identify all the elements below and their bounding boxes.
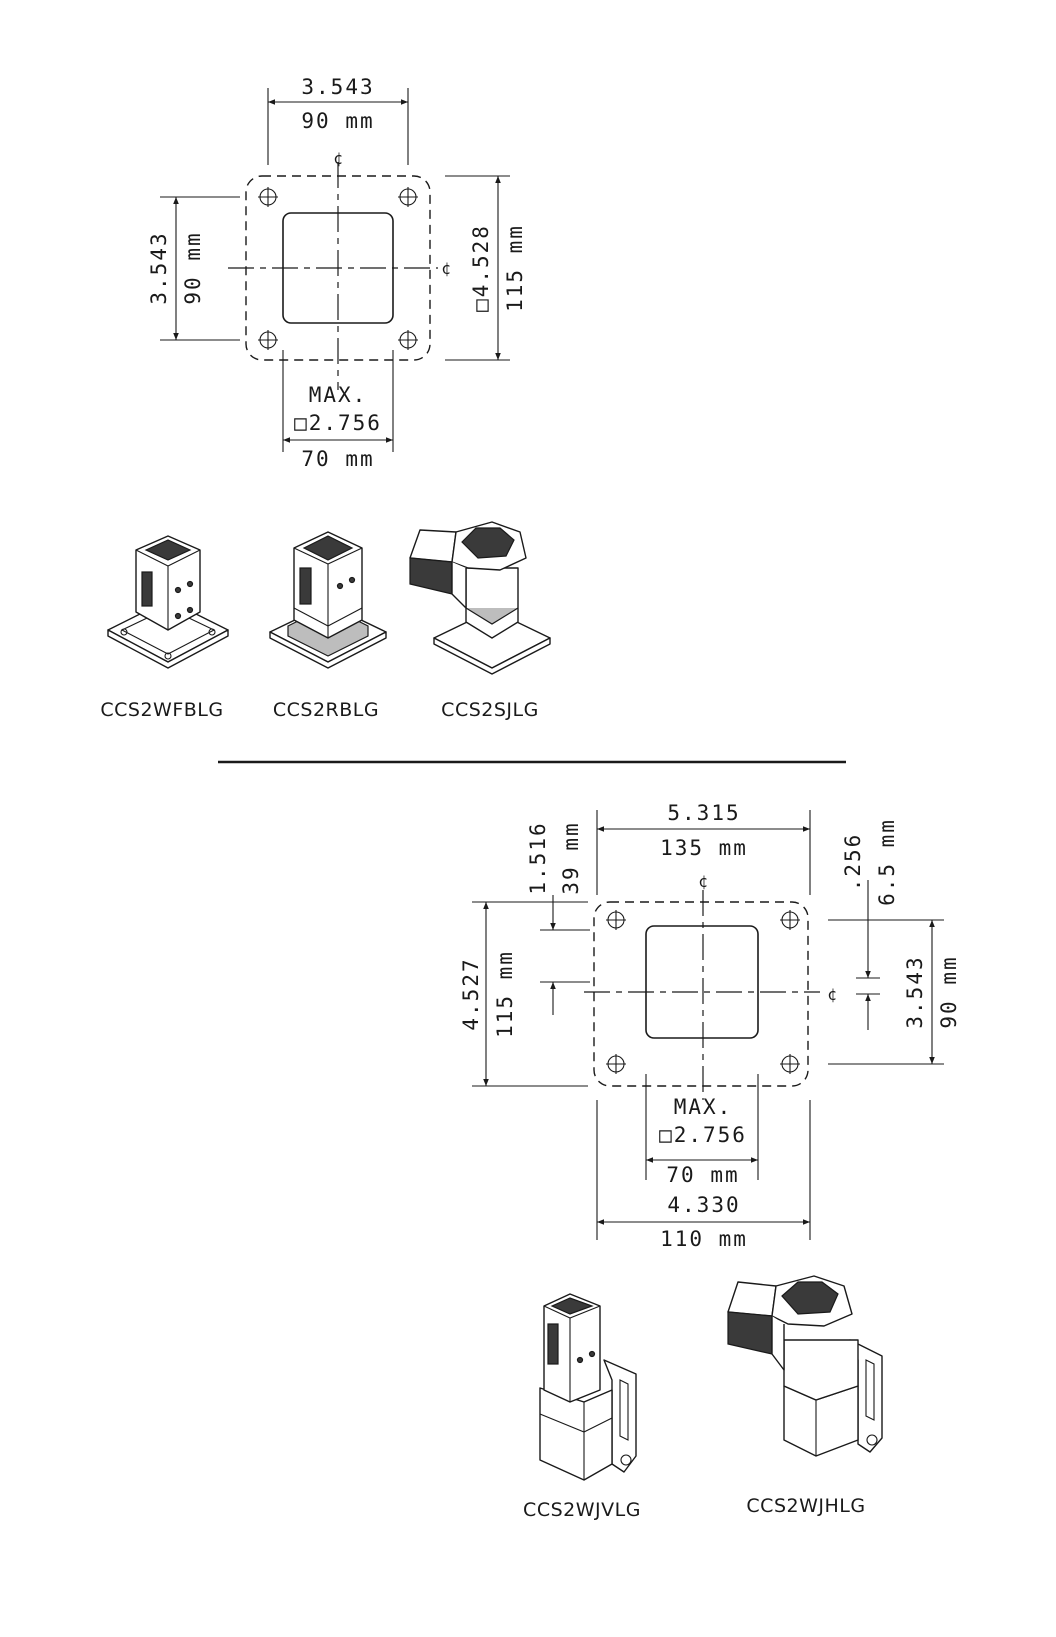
bottom-overall-in: 4.330 [667,1193,740,1217]
top-flange-mm: 115 mm [503,224,527,312]
angled-inlet-icon [410,522,550,674]
bottom-offset-right-in: .256 [841,833,865,892]
straight-flange-inlet-icon [108,536,228,668]
top-cutout-mm: 70 mm [301,447,374,471]
top-models: CCS2WFBLG CCS2RBLG CCS2SJLG [100,522,550,721]
top-width-in: 3.543 [301,75,374,99]
bottom-max-label: MAX. [674,1095,733,1119]
top-centerline-mark-v: ¢ [333,149,343,168]
top-centerline-mark-h: ¢ [441,259,451,278]
horizontal-bracket-inlet-icon [728,1276,882,1456]
top-mount-drawing: ¢ ¢ 3.543 90 mm 3.543 90 mm □4.528 115 m… [147,75,527,471]
rear-mount-inlet-icon [270,532,386,668]
bottom-offset-top-mm: 39 mm [559,821,583,894]
bottom-hole-spacing-in: 3.543 [903,955,927,1028]
model-label: CCS2RBLG [273,699,379,721]
bottom-offset-top-in: 1.516 [526,821,550,894]
top-max-label: MAX. [309,383,368,407]
top-height-mm: 90 mm [181,231,205,304]
bottom-cutout-mm: 70 mm [666,1163,739,1187]
top-cutout-in: □2.756 [294,411,382,435]
bottom-centerline-mark-h: ¢ [827,985,837,1004]
bottom-models: CCS2WJVLG CCS2WJHLG [523,1276,882,1521]
bottom-offset-right-mm: 6.5 mm [875,818,899,906]
bottom-height-mm: 115 mm [493,950,517,1038]
bottom-hole-spacing-mm: 90 mm [937,955,961,1028]
bottom-width-in: 5.315 [667,801,740,825]
bottom-height-in: 4.527 [459,957,483,1030]
bottom-overall-mm: 110 mm [660,1227,748,1251]
top-width-mm: 90 mm [301,109,374,133]
bottom-mount-drawing: ¢ ¢ 5.315 135 mm 1.516 39 mm .256 6.5 mm… [459,801,961,1251]
vertical-bracket-inlet-icon [540,1294,636,1480]
model-label: CCS2WFBLG [100,699,223,721]
top-height-in: 3.543 [147,231,171,304]
bottom-cutout [646,926,758,1038]
bottom-centerline-mark-v: ¢ [698,872,708,891]
model-label: CCS2WJVLG [523,1499,641,1521]
model-label: CCS2WJHLG [746,1495,865,1517]
top-flange-in: □4.528 [469,224,493,312]
bottom-width-mm: 135 mm [660,836,748,860]
bottom-cutout-in: □2.756 [659,1123,747,1147]
model-label: CCS2SJLG [441,699,539,721]
